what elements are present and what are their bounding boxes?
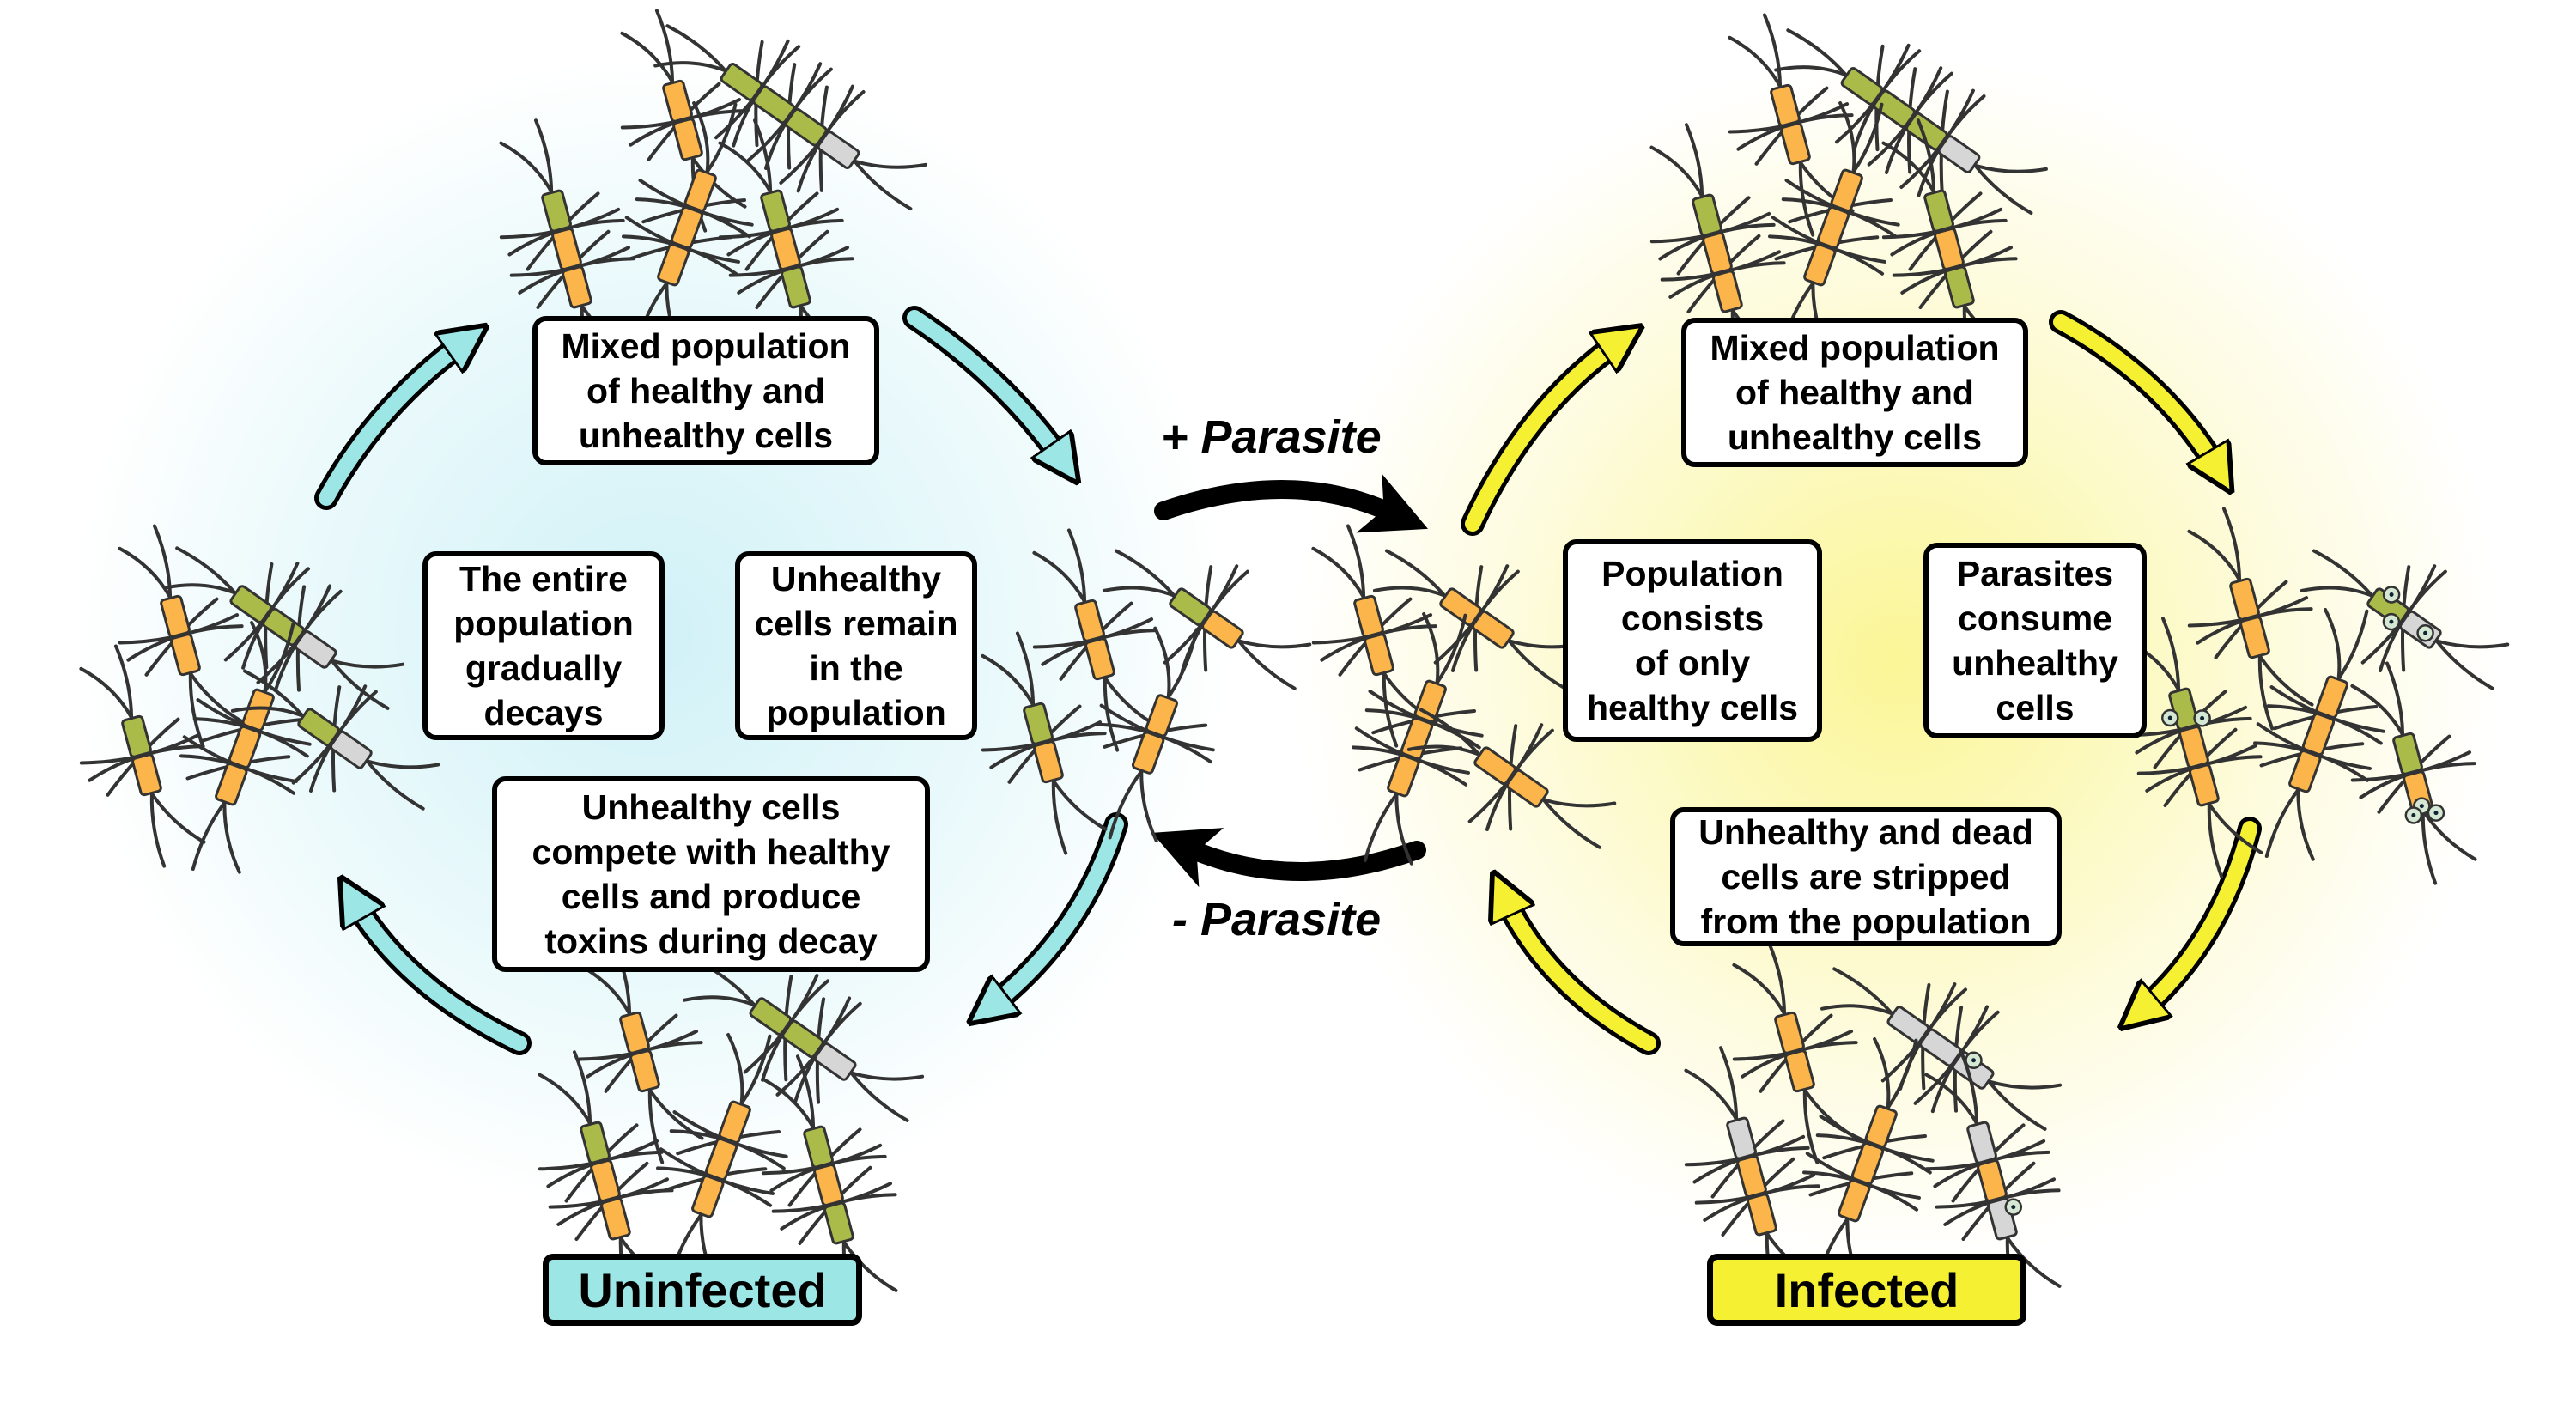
diatom-chain-icon: [1774, 28, 2048, 216]
curved-arrow-icon: [975, 812, 1128, 1021]
parasite-icon: [2193, 709, 2211, 727]
parasite-icon: [2004, 1198, 2023, 1216]
infected-top-box: Mixed population of healthy and unhealth…: [1681, 318, 2028, 467]
uninfected-left-center-box: The entire population gradually decays: [422, 551, 665, 740]
diatom-chain-icon: [1924, 1050, 2062, 1312]
cell-clusters: [79, 9, 2510, 1316]
diatom-chain-icon: [1096, 626, 1215, 843]
diatom-chain-icon: [718, 118, 855, 380]
diatom-chain-icon: [2253, 608, 2385, 861]
infected-right-center-box: Parasites consume unhealthy cells: [1923, 543, 2147, 738]
diatom-chain-icon: [79, 644, 206, 868]
curved-arrow-icon: [987, 817, 1124, 1009]
diatom-chain-icon: [1881, 118, 2019, 380]
diatom-chain-icon: [2187, 507, 2314, 731]
diatom-chain-icon: [1732, 940, 1859, 1164]
parasite-icon: [2382, 586, 2401, 604]
infected-label: Infected: [1707, 1254, 2026, 1326]
uninfected-right-center-box: Unhealthy cells remain in the population: [735, 551, 977, 740]
diatom-chain-icon: [1768, 101, 1900, 355]
parasite-icon: [2404, 806, 2423, 824]
parasite-icon: [2382, 612, 2401, 631]
diatom-chain-icon: [683, 958, 925, 1122]
diatom-chain-icon: [2126, 617, 2263, 878]
diatom-chain-icon: [1372, 549, 1583, 690]
diatom-chain-icon: [230, 669, 440, 811]
diatom-chain-icon: [981, 631, 1108, 855]
diatom-chain-icon: [2300, 549, 2510, 690]
curved-arrow-icon: [2053, 314, 2220, 472]
curved-arrow-icon: [2138, 821, 2257, 1013]
add-parasite-arrow-icon: [1154, 473, 1429, 533]
diatom-chain-icon: [118, 524, 245, 748]
curved-arrow-icon: [352, 897, 527, 1051]
diatom-chain-icon: [1820, 967, 2063, 1131]
diatom-chain-icon: [163, 546, 405, 710]
curved-arrow-icon: [319, 339, 468, 506]
curved-arrow-icon: [1465, 339, 1623, 532]
infected-bottom-box: Unhealthy and dead cells are stripped fr…: [1670, 807, 2062, 946]
diatom-chain-icon: [656, 1033, 788, 1286]
remove-parasite-arrow-icon: [1151, 828, 1426, 888]
diatom-chain-icon: [653, 24, 927, 211]
diatom-chain-icon: [2350, 661, 2477, 885]
diatom-chain-icon: [761, 1054, 898, 1316]
curved-arrow-icon: [1503, 893, 1656, 1051]
remove-parasite-label: - Parasite: [1172, 894, 1382, 945]
add-parasite-label: + Parasite: [1161, 411, 1382, 463]
diatom-chain-icon: [179, 621, 312, 874]
curved-arrow-icon: [907, 310, 1065, 464]
parasite-icon: [1965, 1051, 1983, 1070]
diatom-chain-icon: [622, 101, 754, 355]
uninfected-label: Uninfected: [543, 1254, 862, 1326]
infected-left-center-box: Population consists of only healthy cell…: [1563, 539, 1822, 742]
uninfected-cycle-arrows: [314, 306, 1128, 1055]
diatom-chain-icon: [1102, 549, 1312, 690]
diatom-chain-icon: [1728, 13, 1855, 237]
parasite-icon: [2416, 623, 2434, 642]
diatom-chain-icon: [1406, 708, 1617, 849]
infected-cycle-arrows: [1461, 310, 2262, 1055]
parasite-icon: [2161, 708, 2179, 727]
uninfected-top-box: Mixed population of healthy and unhealth…: [532, 316, 879, 465]
diatom-chain-icon: [1311, 524, 1438, 748]
parasite-icon: [2427, 804, 2445, 822]
uninfected-bottom-box: Unhealthy cells compete with healthy cel…: [492, 776, 930, 972]
